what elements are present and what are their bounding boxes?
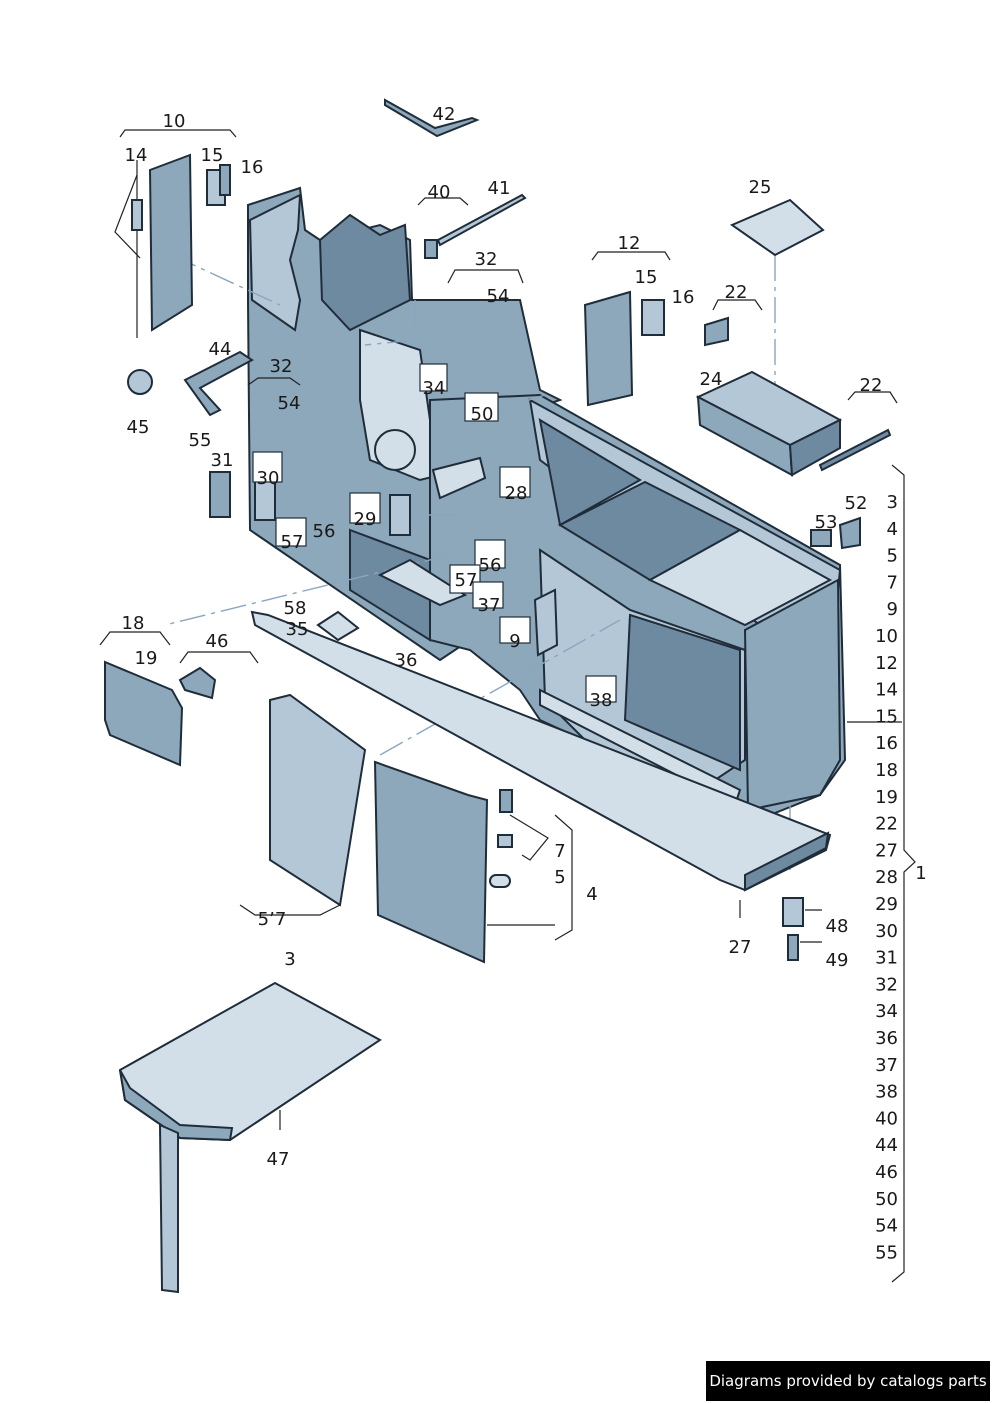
label-22b: 22	[860, 375, 883, 396]
parts-index-item: 12	[875, 653, 898, 674]
label-22a: 22	[725, 282, 748, 303]
side-panel-left	[131, 153, 231, 338]
label-4: 4	[586, 884, 597, 905]
parts-index-item: 32	[875, 974, 898, 995]
parts-index-item: 44	[875, 1135, 898, 1156]
parts-index-item: 14	[875, 680, 898, 701]
label-32a: 32	[475, 249, 498, 270]
label-15b: 15	[635, 267, 658, 288]
label-52: 52	[845, 493, 868, 514]
label-54a: 54	[487, 286, 510, 307]
label-boxes	[252, 363, 617, 703]
label-56b: 56	[479, 555, 502, 576]
label-57a: 57	[281, 532, 304, 553]
cabinet-body	[247, 186, 847, 817]
folding-table	[118, 981, 382, 1294]
callout-labels: 42 10 14 15 16 40 41 32 54 12 15 16 25 2…	[122, 104, 927, 1170]
label-1: 1	[915, 863, 926, 884]
label-15a: 15	[201, 145, 224, 166]
label-7: 7	[554, 841, 565, 862]
small-parts	[127, 98, 892, 657]
label-25: 25	[749, 177, 772, 198]
label-37: 37	[478, 595, 501, 616]
label-5-7-door: 5’7	[258, 909, 287, 930]
lower-panels	[104, 610, 832, 964]
parts-index-item: 36	[875, 1028, 898, 1049]
label-40: 40	[428, 182, 451, 203]
label-14: 14	[125, 145, 148, 166]
parts-index-item: 18	[875, 760, 898, 781]
label-45: 45	[127, 417, 150, 438]
label-41: 41	[488, 178, 511, 199]
parts-index-list: 3457910121415161819222728293031323436373…	[875, 492, 898, 1263]
leader-lines	[99, 129, 916, 1283]
parts-index-item: 50	[875, 1189, 898, 1210]
parts-index-item: 16	[875, 733, 898, 754]
label-19: 19	[135, 648, 158, 669]
label-32b: 32	[270, 356, 293, 377]
parts-index-item: 31	[875, 948, 898, 969]
parts-index-item: 34	[875, 1001, 898, 1022]
label-24: 24	[700, 369, 723, 390]
label-28: 28	[505, 483, 528, 504]
parts-index-item: 3	[887, 492, 898, 513]
label-35: 35	[286, 619, 309, 640]
label-29: 29	[354, 509, 377, 530]
parts-index-item: 30	[875, 921, 898, 942]
label-55: 55	[189, 430, 212, 451]
label-53: 53	[815, 512, 838, 533]
label-50: 50	[471, 404, 494, 425]
parts-index-item: 4	[887, 519, 898, 540]
parts-index-item: 37	[875, 1055, 898, 1076]
label-16a: 16	[241, 157, 264, 178]
label-10: 10	[163, 111, 186, 132]
parts-index-item: 55	[875, 1242, 898, 1263]
label-36: 36	[395, 650, 418, 671]
parts-index-item: 19	[875, 787, 898, 808]
parts-index-item: 15	[875, 706, 898, 727]
parts-index-item: 27	[875, 840, 898, 861]
label-12: 12	[618, 233, 641, 254]
label-58: 58	[284, 598, 307, 619]
label-48: 48	[826, 916, 849, 937]
label-34: 34	[423, 378, 446, 399]
parts-index-item: 46	[875, 1162, 898, 1183]
parts-index-item: 5	[887, 546, 898, 567]
label-46: 46	[206, 631, 229, 652]
label-16b: 16	[672, 287, 695, 308]
parts-index-item: 9	[887, 599, 898, 620]
parts-index-item: 54	[875, 1216, 898, 1237]
label-42: 42	[433, 104, 456, 125]
label-56a: 56	[313, 521, 336, 542]
parts-index-item: 28	[875, 867, 898, 888]
label-3: 3	[284, 949, 295, 970]
label-44: 44	[209, 339, 232, 360]
label-57b: 57	[455, 570, 478, 591]
footer-credit: Diagrams provided by catalogs parts	[706, 1361, 990, 1401]
label-47: 47	[267, 1149, 290, 1170]
label-38: 38	[590, 690, 613, 711]
label-27: 27	[729, 937, 752, 958]
label-49: 49	[826, 950, 849, 971]
label-5: 5	[554, 867, 565, 888]
parts-index-item: 38	[875, 1082, 898, 1103]
label-54b: 54	[278, 393, 301, 414]
label-30: 30	[257, 468, 280, 489]
label-31: 31	[211, 450, 234, 471]
parts-index-item: 29	[875, 894, 898, 915]
label-18: 18	[122, 613, 145, 634]
label-9: 9	[509, 631, 520, 652]
parts-index-item: 40	[875, 1108, 898, 1129]
parts-index-item: 7	[887, 572, 898, 593]
parts-index-item: 10	[875, 626, 898, 647]
parts-index-item: 22	[875, 814, 898, 835]
